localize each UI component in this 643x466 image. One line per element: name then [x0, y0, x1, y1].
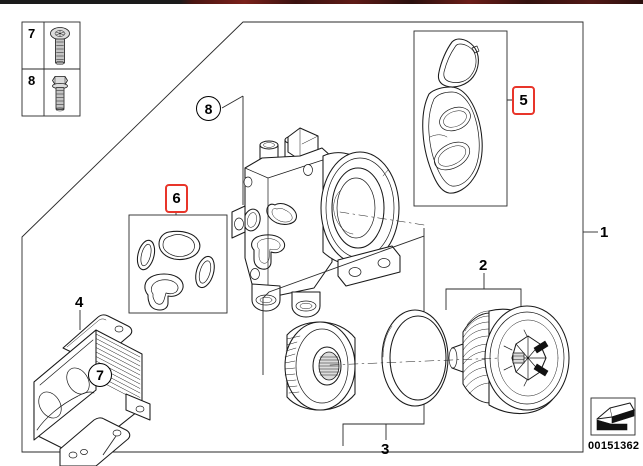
callout-label-4: 4 [75, 294, 84, 311]
callout-label-7: 7 [88, 363, 112, 387]
oring-oval-right [195, 255, 215, 289]
housing-flange-ports [243, 202, 297, 270]
legend-icon-hex-bolt [52, 76, 68, 112]
filter-pleats [284, 335, 301, 394]
callout-8-leader [221, 95, 244, 205]
window-chrome-strip [0, 0, 643, 4]
callout-label-8: 8 [196, 96, 221, 121]
cap-drive-detail [503, 329, 549, 387]
callout-label-2: 2 [479, 257, 488, 274]
callout-label-6[interactable]: 6 [165, 184, 188, 213]
legend-row-7-number: 7 [28, 26, 36, 41]
cooler-fins [95, 333, 141, 403]
item-2-filter-cover [445, 273, 570, 415]
filter-cover-oring [381, 309, 449, 407]
legend-row-8-number: 8 [28, 73, 36, 88]
item-5-group [413, 30, 524, 207]
diagram-id-number: 00151362 [588, 440, 640, 452]
callout-label-3: 3 [381, 441, 390, 458]
oil-filter-housing [231, 127, 401, 318]
gasket-triangular [437, 38, 480, 88]
item-4-oil-cooler [33, 310, 151, 466]
legend-icon-torx-bolt [50, 27, 70, 65]
orientation-arrow-icon [590, 397, 636, 436]
oil-filter-element [284, 321, 356, 411]
gasket-multi-port [422, 86, 483, 194]
oring-rounded-rect [158, 230, 201, 260]
item-6-group [128, 200, 228, 314]
housing-filter-bore [320, 151, 400, 266]
legend-box [21, 21, 81, 117]
oring-hook-shape [144, 273, 184, 311]
alignment-centerlines [329, 211, 501, 366]
assembly-boundary-outline [21, 21, 584, 453]
callout-label-5[interactable]: 5 [512, 86, 535, 115]
callout-label-1: 1 [600, 224, 609, 241]
oring-oval-left [136, 239, 156, 271]
callout-7-leader [102, 435, 117, 456]
